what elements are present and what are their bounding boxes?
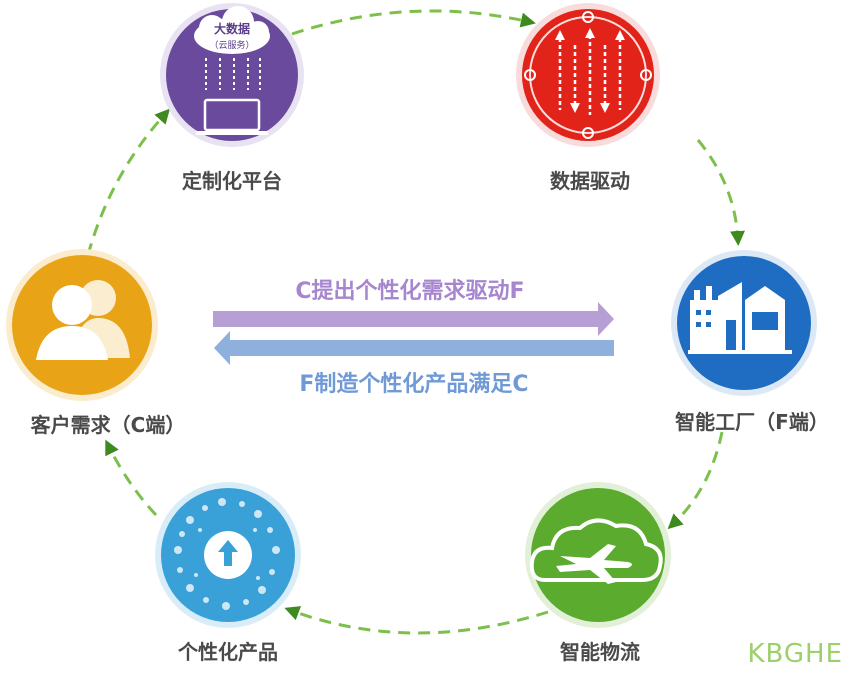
node-customer <box>6 249 158 401</box>
cycle-arrow-customer-to-platform <box>86 108 171 256</box>
watermark-logo: KBGHE <box>747 639 843 669</box>
cloud-title: 大数据 <box>214 21 250 36</box>
laptop-icon <box>196 98 268 135</box>
label-platform: 定制化平台 <box>182 169 282 193</box>
cycle-arrow-data-to-factory <box>696 139 745 246</box>
text-c-to-f: C提出个性化需求驱动F <box>295 279 525 304</box>
data-stream-icon <box>205 58 261 90</box>
node-platform: 大数据 （云服务） <box>160 3 304 147</box>
node-product <box>155 482 301 628</box>
node-logistics <box>525 482 671 628</box>
data-arrows-icon <box>558 35 622 115</box>
text-f-to-c: F制造个性化产品满足C <box>299 372 529 397</box>
users-icon <box>36 280 130 360</box>
label-logistics: 智能物流 <box>560 640 640 664</box>
factory-windows <box>696 310 778 350</box>
cycle-arrows <box>86 9 745 635</box>
node-factory <box>671 250 817 396</box>
label-factory: 智能工厂（F端） <box>675 410 829 434</box>
center-arrows <box>213 302 614 365</box>
cycle-arrow-factory-to-logistics <box>667 431 724 530</box>
cycle-arrow-logistics-to-product <box>284 606 549 635</box>
cloud-outline-icon <box>529 518 663 582</box>
arrow-f-to-c <box>214 331 614 365</box>
label-data-drive: 数据驱动 <box>550 169 630 193</box>
factory-icon <box>688 282 792 354</box>
social-icons-cloud <box>174 498 280 610</box>
cycle-arrow-platform-to-data <box>291 9 536 36</box>
cloud-icon <box>194 6 270 54</box>
label-product: 个性化产品 <box>178 640 278 664</box>
data-drive-circle <box>522 9 654 141</box>
arrow-c-to-f <box>213 302 614 336</box>
customer-circle <box>12 255 152 395</box>
airplane-icon <box>556 544 632 584</box>
cycle-arrow-product-to-customer <box>105 439 158 517</box>
cloud-subtitle: （云服务） <box>209 39 254 51</box>
label-customer: 客户需求（C端） <box>30 413 186 437</box>
node-data-drive <box>516 3 660 147</box>
upload-arrow-icon <box>218 540 238 566</box>
arrowheads-icon <box>555 28 625 113</box>
